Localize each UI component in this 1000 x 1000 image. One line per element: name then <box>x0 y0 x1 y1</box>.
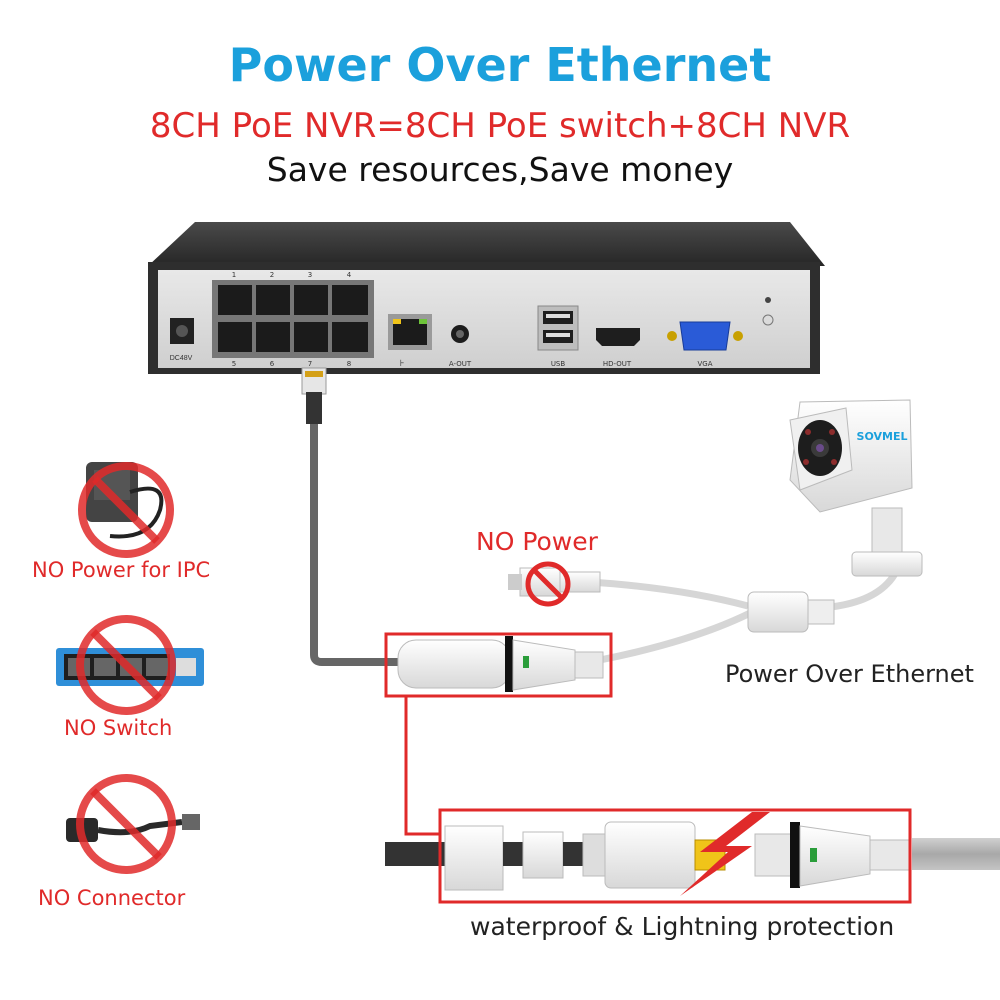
poe-coupler <box>397 636 604 692</box>
dc-label: DC48V <box>170 355 193 362</box>
poe-caption: Power Over Ethernet <box>725 660 974 688</box>
poe-ports <box>212 280 374 358</box>
network-switch-icon <box>56 615 204 715</box>
camera-brand: SOVMEL <box>857 430 908 443</box>
prohibited-icon <box>525 561 571 607</box>
port-number: 4 <box>347 271 352 279</box>
waterproof-caption: waterproof & Lightning protection <box>470 912 895 941</box>
waterproof-assembly <box>444 812 911 896</box>
aout-label: A-OUT <box>449 360 472 368</box>
no-power-label: NO Power <box>476 527 598 556</box>
connector-line <box>404 696 440 836</box>
port-number: 6 <box>270 360 275 368</box>
vga-label: VGA <box>697 360 712 368</box>
usb-ports <box>537 305 579 351</box>
usb-label: USB <box>551 360 566 368</box>
nvr-device: DC48V 1 2 3 4 5 6 7 8 ⊦ <box>148 222 825 374</box>
no-power-ipc-label: NO Power for IPC <box>32 558 211 582</box>
highlight-box-waterproof <box>438 808 912 904</box>
tagline: Save resources,Save money <box>266 150 734 189</box>
hdmi-port <box>596 328 640 346</box>
page-title: Power Over Ethernet <box>228 38 772 92</box>
power-adapter-icon <box>78 462 174 558</box>
dc-jack <box>170 318 194 344</box>
highlight-box-coupler <box>384 632 613 698</box>
reset-hole <box>765 297 771 303</box>
lan-icon: ⊦ <box>400 359 405 369</box>
vga-port <box>667 321 743 351</box>
poe-connector-icon <box>66 774 200 874</box>
port-number: 3 <box>308 271 312 279</box>
port-number: 7 <box>308 360 312 368</box>
no-switch-label: NO Switch <box>64 716 173 740</box>
ip-camera: SOVMEL <box>789 399 923 577</box>
audio-out-jack <box>451 325 469 343</box>
hdout-label: HD-OUT <box>603 360 632 368</box>
ground-screw <box>762 314 774 326</box>
port-number: 8 <box>347 360 351 368</box>
page-subtitle: 8CH PoE NVR=8CH PoE switch+8CH NVR <box>149 106 851 146</box>
port-number: 5 <box>232 360 236 368</box>
lan-port <box>388 314 432 350</box>
port-number: 2 <box>270 271 274 279</box>
no-connector-label: NO Connector <box>38 886 186 910</box>
port-number: 1 <box>232 271 236 279</box>
